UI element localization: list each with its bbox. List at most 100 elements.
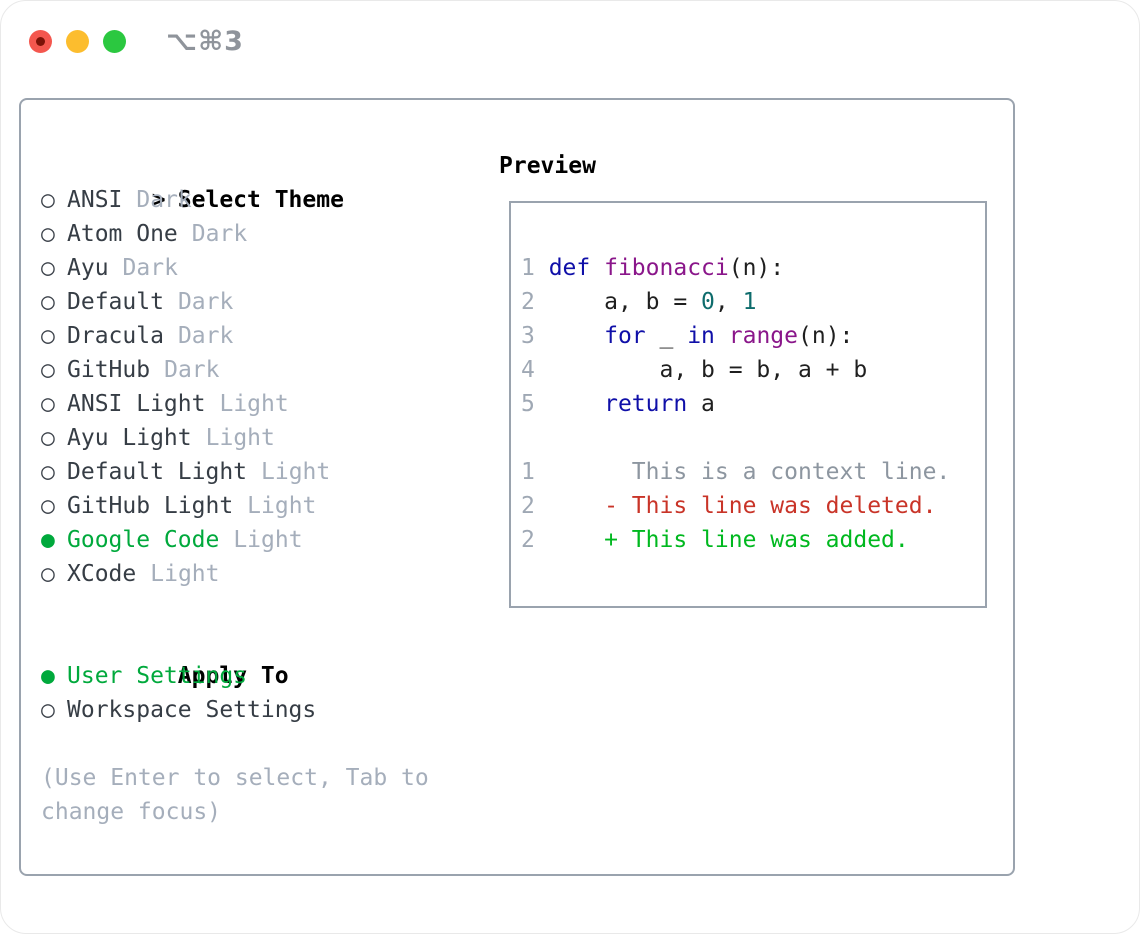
theme-name: Default Light [67, 459, 248, 485]
radio-icon: ○ [41, 493, 55, 519]
radio-icon: ○ [41, 357, 55, 383]
radio-icon: ○ [41, 459, 55, 485]
apply-to-header: Apply To [41, 625, 491, 689]
theme-variant-tag: Light [233, 527, 303, 553]
theme-option-ayu[interactable]: ○ Ayu Dark [41, 251, 491, 285]
theme-variant-tag: Light [205, 425, 275, 451]
theme-variant-tag: Light [261, 459, 331, 485]
theme-option-github-light[interactable]: ○ GitHub Light Light [41, 489, 491, 523]
select-theme-header: >Select Theme [41, 149, 491, 213]
theme-option-atom-one[interactable]: ○ Atom One Dark [41, 217, 491, 251]
line-number: 1 [521, 459, 549, 485]
radio-icon: ○ [41, 561, 55, 587]
code-segment-pl [549, 391, 604, 417]
zoom-button[interactable] [103, 30, 126, 53]
theme-name: GitHub Light [67, 493, 234, 519]
code-segment-num: 1 [742, 289, 757, 315]
theme-name: GitHub [67, 357, 151, 383]
radio-icon: ○ [41, 255, 55, 281]
theme-name: Ayu Light [67, 425, 192, 451]
help-text: (Use Enter to select, Tab to change focu… [41, 765, 429, 825]
code-segment-pl: a, b = b, a + b [548, 357, 868, 383]
theme-option-default-light[interactable]: ○ Default Light Light [41, 455, 491, 489]
select-theme-title: Select Theme [177, 187, 344, 213]
titlebar: ⌥⌘3 [29, 26, 244, 57]
theme-name: ANSI Light [67, 391, 206, 417]
apply-to-options: ● User Settings ○Workspace Settings [41, 659, 491, 727]
code-segment-kw: for [604, 323, 646, 349]
code-segment-kw: return [604, 391, 688, 417]
code-line: 3 for _ in range(n): [521, 319, 985, 353]
code-line: 5 return a [521, 387, 985, 421]
theme-option-default[interactable]: ○ Default Dark [41, 285, 491, 319]
radio-icon: ○ [41, 425, 55, 451]
line-number: 2 [521, 289, 549, 315]
radio-icon: ○ [41, 221, 55, 247]
radio-icon: ○ [41, 289, 55, 315]
theme-variant-tag: Light [150, 561, 220, 587]
preview-gap [521, 421, 985, 455]
theme-name: Google Code [67, 527, 220, 553]
code-segment-pl: a, b = [548, 289, 702, 315]
theme-name: ANSI [67, 187, 123, 213]
code-line: 4 a, b = b, a + b [521, 353, 985, 387]
diff-preview: 1 This is a context line.2 - This line w… [521, 455, 985, 557]
selected-radio-icon: ● [41, 663, 55, 689]
theme-variant-tag: Dark [122, 255, 178, 281]
apply-option-workspace-settings[interactable]: ○Workspace Settings [41, 693, 491, 727]
line-number: 5 [521, 391, 549, 417]
theme-variant-tag: Light [247, 493, 317, 519]
theme-name: Ayu [67, 255, 109, 281]
code-segment-kw: in [687, 323, 715, 349]
line-number: 4 [521, 357, 549, 383]
theme-variant-tag: Dark [177, 289, 234, 315]
code-segment-del: - This line was deleted. [548, 493, 937, 519]
diff-line: 1 This is a context line. [521, 455, 985, 489]
preview-header: Preview [499, 153, 596, 179]
theme-variant-tag: Dark [136, 187, 192, 213]
diff-line: 2 + This line was added. [521, 523, 985, 557]
line-number: 3 [521, 323, 549, 349]
code-line: 2 a, b = 0, 1 [521, 285, 985, 319]
theme-option-xcode[interactable]: ○ XCode Light [41, 557, 491, 591]
apply-option-user-settings[interactable]: ● User Settings [41, 659, 491, 693]
minimize-button[interactable] [66, 30, 89, 53]
theme-variant-tag: Dark [191, 221, 248, 247]
diff-line: 2 - This line was deleted. [521, 489, 985, 523]
theme-name: Default [67, 289, 164, 315]
code-segment-pl [715, 323, 729, 349]
code-segment-fn: range [728, 323, 798, 349]
line-number: 1 [521, 255, 549, 281]
theme-name: Atom One [67, 221, 178, 247]
theme-name: Dracula [67, 323, 164, 349]
code-segment-ctx: This is a context line. [548, 459, 951, 485]
theme-name: XCode [67, 561, 137, 587]
close-button[interactable] [29, 30, 52, 53]
code-segment-add: + This line was added. [548, 527, 909, 553]
apply-to-title: Apply To [177, 663, 289, 689]
code-segment-pl [549, 323, 604, 349]
radio-icon: ○ [41, 391, 55, 417]
radio-icon: ○ [41, 323, 55, 349]
code-segment-pl: , [714, 289, 743, 315]
code-segment-fn: fibonacci [604, 255, 729, 281]
window-title-shortcut: ⌥⌘3 [166, 26, 244, 57]
code-segment-kw: def [548, 255, 591, 281]
theme-option-ayu-light[interactable]: ○ Ayu Light Light [41, 421, 491, 455]
code-line: 1 def fibonacci(n): [521, 251, 985, 285]
code-segment-pl: (n): [798, 323, 854, 349]
code-segment-pl: _ [645, 323, 688, 349]
apply-option-label: User Settings [67, 663, 248, 689]
code-segment-pl: a [687, 391, 715, 417]
code-segment-num: 0 [701, 289, 715, 315]
list-gap [41, 591, 491, 625]
